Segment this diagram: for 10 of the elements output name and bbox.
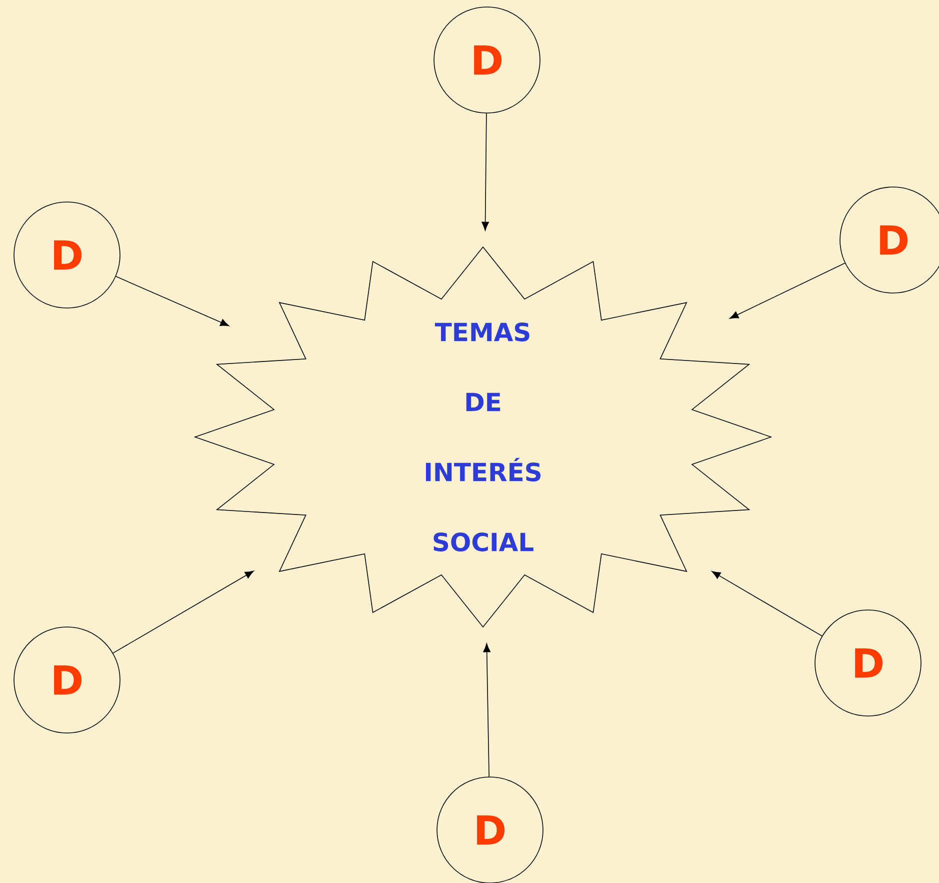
- arrow: [112, 570, 254, 654]
- arrow: [730, 262, 846, 319]
- arrow: [712, 571, 822, 636]
- arrow: [482, 113, 489, 231]
- arrow: [483, 643, 490, 778]
- circle-node: D: [14, 202, 120, 308]
- arrow: [116, 276, 230, 326]
- circle-node: D: [14, 626, 120, 734]
- circle-node: D: [434, 6, 540, 114]
- circle-node: D: [814, 610, 922, 716]
